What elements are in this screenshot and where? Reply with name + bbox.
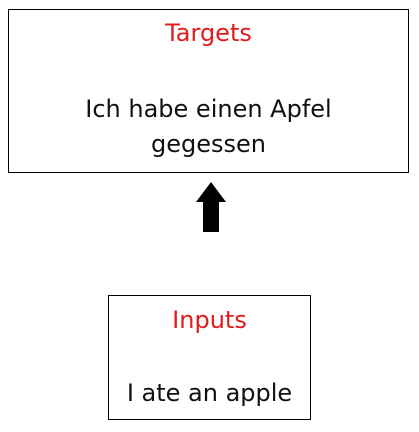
targets-title: Targets <box>165 19 252 47</box>
inputs-box: Inputs I ate an apple <box>108 295 311 420</box>
arrow-up-icon <box>196 182 226 232</box>
targets-box: Targets Ich habe einen Apfel gegessen <box>8 9 409 173</box>
arrow-head <box>196 182 226 202</box>
arrow-shaft <box>203 202 219 232</box>
targets-text: Ich habe einen Apfel gegessen <box>85 95 332 158</box>
inputs-title: Inputs <box>172 306 247 334</box>
inputs-text: I ate an apple <box>126 379 293 407</box>
